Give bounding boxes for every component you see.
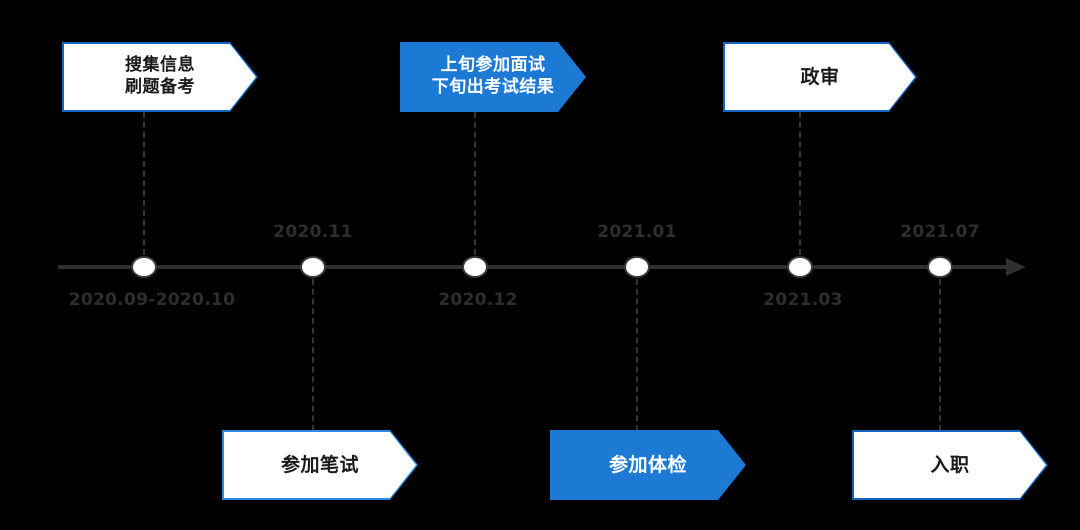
- callout-label: 参加体检: [608, 453, 687, 476]
- callout-chevron[interactable]: 参加笔试: [222, 430, 418, 500]
- callout-fill: [64, 44, 256, 110]
- connector-line: [312, 279, 314, 431]
- callout-fill: [854, 432, 1046, 498]
- date-label: 2021.03: [763, 290, 843, 310]
- connector-line: [143, 112, 145, 255]
- callout-label: 上旬参加面试 下旬出考试结果: [431, 55, 555, 97]
- connector-line: [939, 279, 941, 431]
- callout-label: 入职: [930, 453, 970, 476]
- callout-chevron[interactable]: 参加体检: [550, 430, 746, 500]
- timeline-node-dot[interactable]: [624, 256, 650, 278]
- date-label: 2021.01: [597, 222, 677, 242]
- callout-chevron[interactable]: 入职: [852, 430, 1048, 500]
- date-label: 2020.11: [273, 222, 353, 242]
- callout-fill: [725, 44, 915, 110]
- callout-fill: [224, 432, 416, 498]
- callout-label: 政审: [800, 65, 840, 88]
- timeline-node-dot[interactable]: [787, 256, 813, 278]
- callout-label: 搜集信息 刷题备考: [125, 55, 195, 97]
- date-label: 2021.07: [900, 222, 980, 242]
- date-label: 2020.09-2020.10: [68, 290, 236, 310]
- timeline-node-dot[interactable]: [300, 256, 326, 278]
- connector-line: [636, 279, 638, 431]
- timeline-node-dot[interactable]: [462, 256, 488, 278]
- date-label: 2020.12: [438, 290, 518, 310]
- right-arrow-icon: [1006, 258, 1026, 276]
- timeline-node-dot[interactable]: [131, 256, 157, 278]
- callout-chevron[interactable]: 搜集信息 刷题备考: [62, 42, 258, 112]
- connector-line: [474, 112, 476, 255]
- timeline-node-dot[interactable]: [927, 256, 953, 278]
- callout-chevron[interactable]: 政审: [723, 42, 917, 112]
- callout-chevron[interactable]: 上旬参加面试 下旬出考试结果: [400, 42, 586, 112]
- connector-line: [799, 112, 801, 255]
- callout-label: 参加笔试: [280, 453, 359, 476]
